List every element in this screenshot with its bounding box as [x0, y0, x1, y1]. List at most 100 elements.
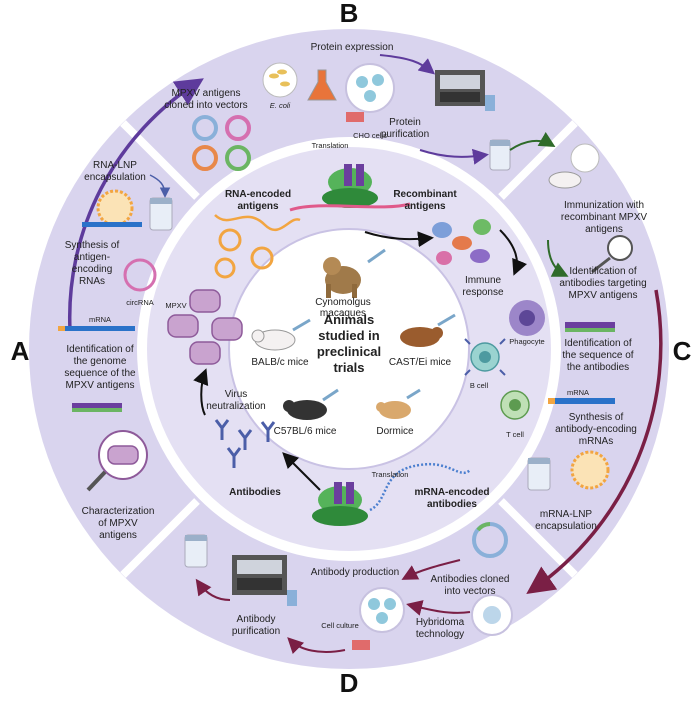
label-recombinant-2: antigens — [404, 201, 446, 212]
label-ident-ab-3: MPXV antigens — [569, 290, 638, 301]
section-c: Immunization with recombinant MPXV antig… — [527, 143, 647, 532]
center-content: Animals studied in preclinical trials Cy… — [251, 248, 456, 437]
label-purification-1: Protein — [389, 117, 421, 128]
label-immune-1: Immune — [465, 275, 502, 286]
label-mrna-a: mRNA — [89, 315, 111, 324]
label-protein-expression: Protein expression — [311, 42, 394, 53]
macaque-icon — [323, 248, 386, 298]
label-ident-a-2: the genome — [74, 356, 127, 367]
label-ecoli: E. coli — [270, 101, 291, 110]
label-d-purif-1: Antibody — [237, 614, 276, 625]
label-mrna-ab-1: mRNA-encoded — [414, 487, 489, 498]
label-rna-antigens-1: RNA-encoded — [225, 189, 291, 200]
label-t-cell: T cell — [506, 430, 524, 439]
label-synth-c-2: antibody-encoding — [555, 424, 637, 435]
label-recombinant-1: Recombinant — [393, 189, 457, 200]
flask-icon — [307, 69, 337, 101]
label-ident-a-3: sequence of the — [64, 368, 136, 379]
letter-c: C — [673, 336, 692, 366]
arrow-purif-to-vial — [195, 578, 231, 601]
center-title-3: preclinical — [317, 344, 381, 359]
vector-d-icon — [472, 522, 508, 558]
arrow-culture-to-purification — [287, 637, 346, 655]
label-rna-antigens-2: antigens — [237, 201, 279, 212]
label-antibodies: Antibodies — [229, 487, 281, 498]
magnifier-virus-icon — [86, 430, 148, 492]
arrow-expression — [379, 54, 436, 75]
label-immunization-3: antigens — [585, 224, 623, 235]
arrow-to-identification — [547, 239, 569, 277]
label-charact-2: of MPXV — [98, 518, 138, 529]
cho-cells-icon — [345, 63, 395, 122]
label-mrna-c: mRNA — [567, 388, 589, 397]
arrow-to-vial — [419, 148, 489, 165]
phagocyte-icon — [509, 300, 545, 336]
label-mpxv: MPXV — [165, 301, 186, 310]
mrna-a-icon — [58, 326, 135, 331]
label-purification-2: purification — [381, 129, 429, 140]
purification-machine-icon — [435, 70, 495, 111]
genome-bar-icon — [72, 403, 122, 412]
protein-icons — [432, 219, 491, 265]
label-synth-a-3: encoding — [72, 264, 113, 275]
label-translation-bottom: Translation — [372, 470, 409, 479]
circrna-icon — [123, 258, 157, 292]
arrow-translation-to-antibodies — [282, 452, 321, 491]
arrow-rna-to-recombinant — [364, 231, 434, 248]
label-virus-neut-2: neutralization — [206, 401, 265, 412]
immunization-mouse-icon — [548, 143, 600, 189]
t-cell-icon — [500, 390, 530, 420]
arrow-c-outer — [526, 289, 663, 594]
center-title-4: trials — [333, 360, 364, 375]
antibody-identification-icon — [591, 235, 633, 274]
arrow-to-rna-lnp — [149, 174, 171, 198]
section-b: Protein expression MPXV antigens cloned … — [164, 42, 556, 171]
sequence-bar-icon — [565, 322, 615, 332]
vial-b-icon — [489, 139, 511, 171]
label-charact-1: Characterization — [82, 506, 155, 517]
label-synth-a-2: antigen- — [74, 252, 110, 263]
label-ident-ab-1: Identification of — [569, 266, 636, 277]
label-cloned-2: cloned into vectors — [164, 100, 247, 111]
label-seq-1: Identification of — [564, 338, 631, 349]
mpxv-virus-icons — [167, 289, 243, 365]
ecoli-icon — [262, 62, 298, 98]
hybridoma-icon — [471, 594, 513, 636]
label-cynomolgus-1: Cynomolgus — [315, 297, 371, 308]
rna-lnp-icons — [214, 214, 301, 279]
letter-a: A — [11, 336, 30, 366]
center-title-1: Animals — [324, 312, 375, 327]
c57-mouse-icon — [283, 388, 339, 420]
arrow-a-outer — [67, 78, 204, 331]
label-translation-top: Translation — [312, 141, 349, 150]
label-seq-3: the antibodies — [567, 362, 629, 373]
mrna-c-icon — [548, 398, 615, 404]
balbc-mouse-icon — [251, 318, 311, 351]
label-cho: CHO cells — [353, 131, 387, 140]
label-cast: CAST/Ei mice — [389, 357, 452, 368]
plasmid-icons — [192, 115, 251, 171]
label-b-cell: B cell — [470, 381, 489, 390]
center-title-2: studied in — [318, 328, 379, 343]
label-phagocyte: Phagocyte — [509, 337, 544, 346]
label-synth-a-4: RNAs — [79, 276, 105, 287]
label-hybridoma-1: Hybridoma — [416, 617, 465, 628]
label-culture: Cell culture — [321, 621, 359, 630]
label-immunization-1: Immunization with — [564, 200, 644, 211]
arrow-to-neutralization — [193, 368, 209, 416]
label-d-cloned-2: into vectors — [444, 586, 495, 597]
label-rna-lnp-2: encapsulation — [84, 172, 146, 183]
label-mrna-ab-2: antibodies — [427, 499, 477, 510]
arrow-vial-to-immunization — [509, 132, 556, 151]
lnp-a-icon — [82, 189, 173, 231]
vial-d-icon — [184, 534, 208, 568]
label-balbc: BALB/c mice — [251, 357, 309, 368]
label-ident-a-4: MPXV antigens — [66, 380, 135, 391]
label-seq-2: the sequence of — [562, 350, 633, 361]
arrow-to-immune — [499, 229, 527, 276]
letter-b: B — [340, 0, 359, 28]
b-cell-icon — [464, 338, 506, 376]
label-synth-c-3: mRNAs — [579, 436, 613, 447]
label-immune-2: response — [462, 287, 504, 298]
